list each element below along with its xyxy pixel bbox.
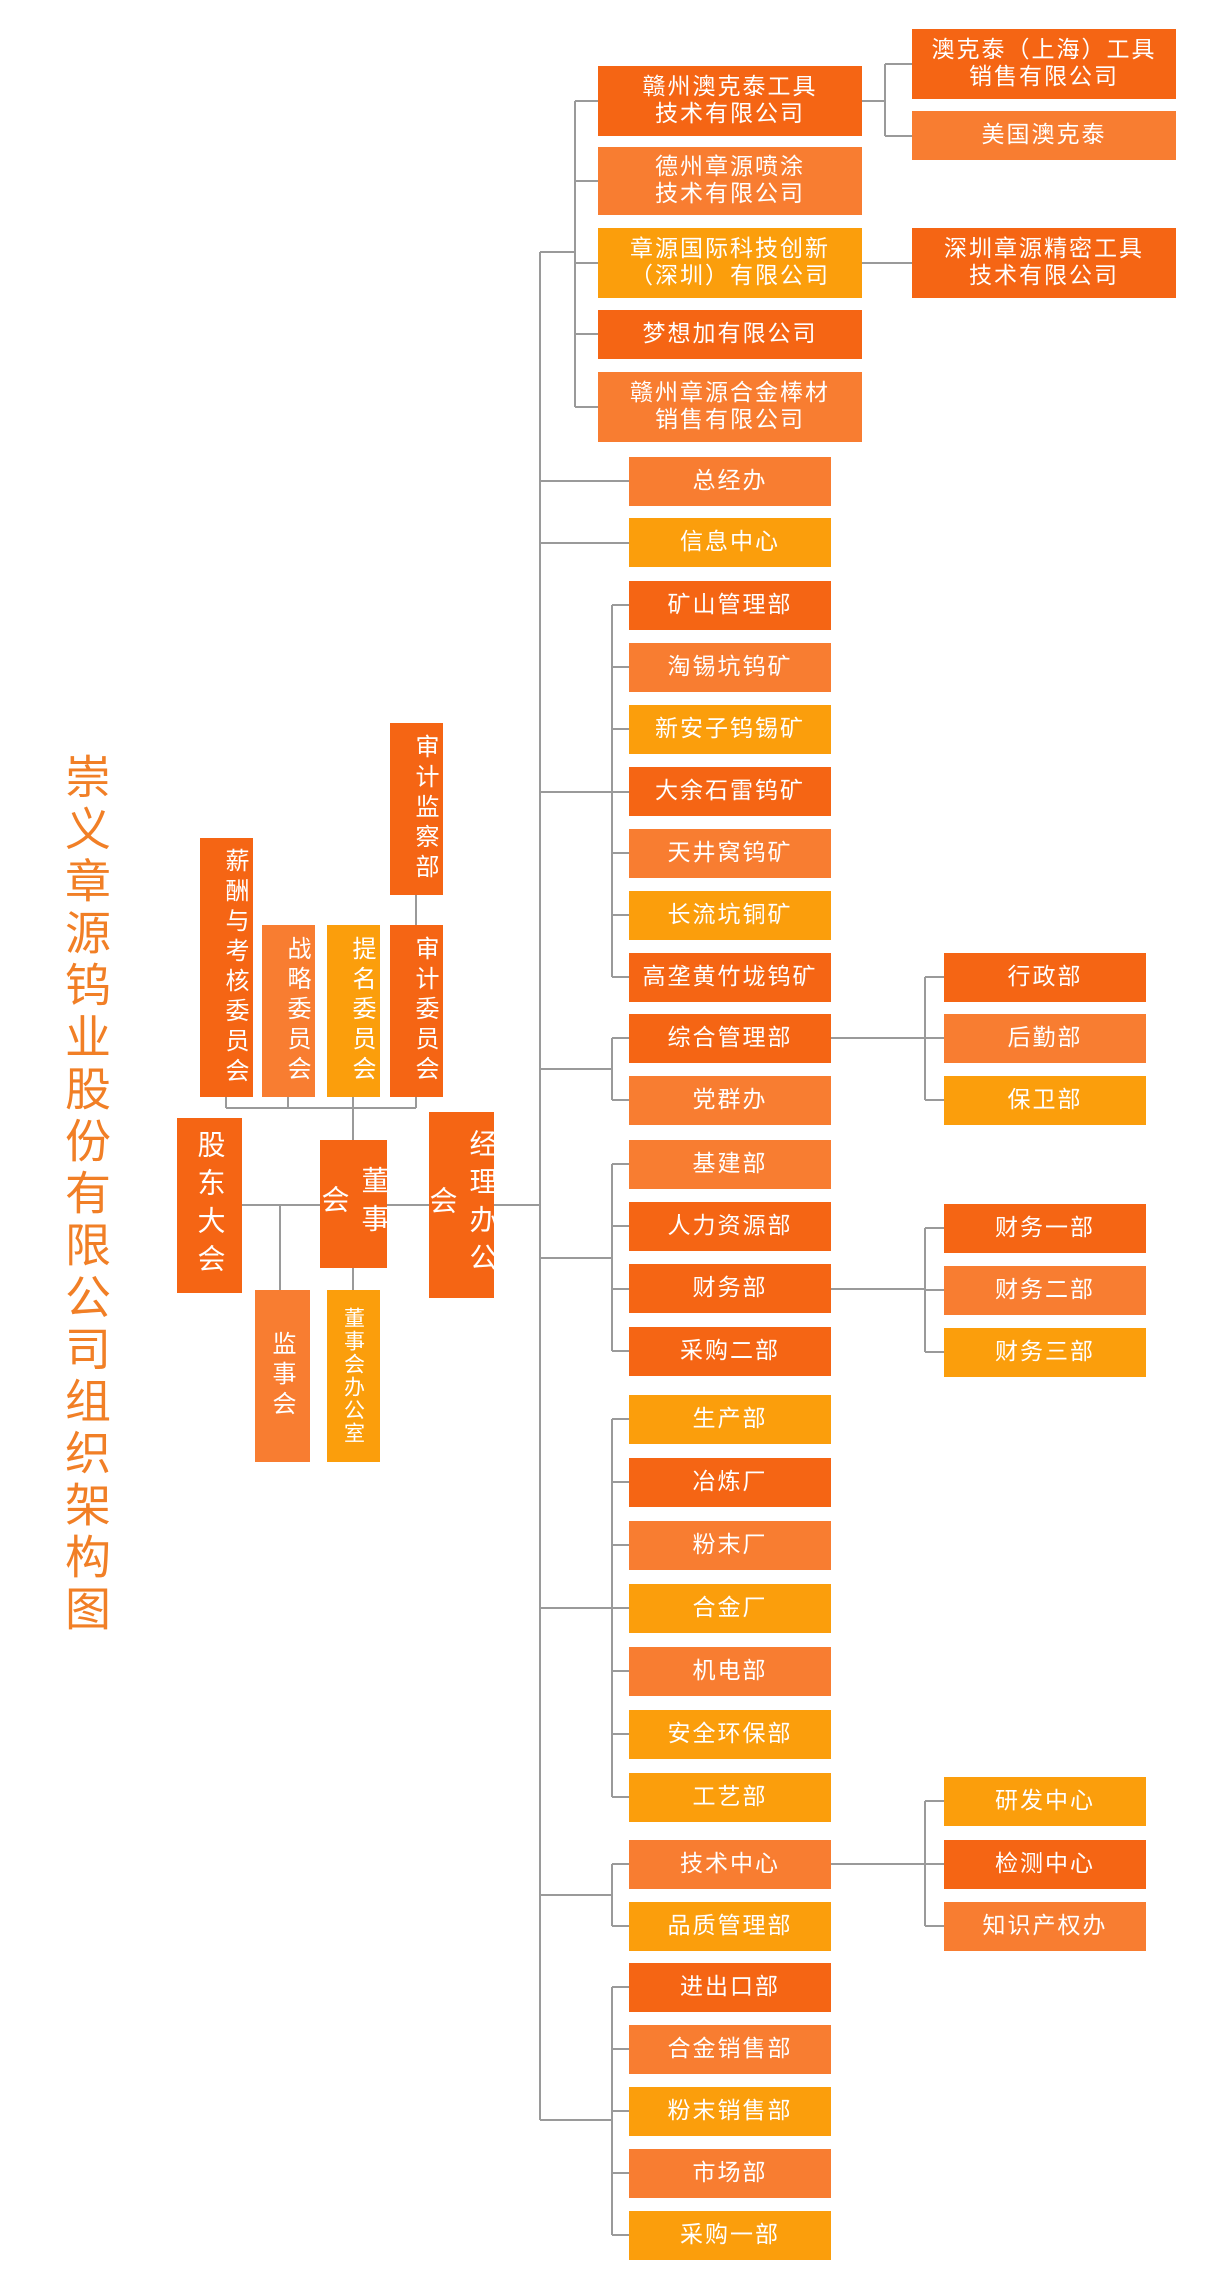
audit-supervision-dept: 审计监察部 bbox=[390, 723, 443, 895]
dept-electromechanical: 机电部 bbox=[629, 1647, 831, 1696]
supervisory-board: 监事会 bbox=[255, 1290, 310, 1462]
dept-procurement-1: 采购一部 bbox=[629, 2211, 831, 2260]
shareholders-meeting: 股东大会 bbox=[177, 1118, 242, 1293]
audit-committee: 审计委员会 bbox=[390, 925, 443, 1097]
salary-committee: 薪酬与考核委员会 bbox=[200, 838, 253, 1097]
dept-quality-management: 品质管理部 bbox=[629, 1902, 831, 1951]
dept-import-export: 进出口部 bbox=[629, 1963, 831, 2012]
dept-rnd-center: 研发中心 bbox=[944, 1777, 1146, 1826]
dept-safety-environment: 安全环保部 bbox=[629, 1710, 831, 1759]
subsidiary-bar-sales: 赣州章源合金棒材 销售有限公司 bbox=[598, 372, 862, 442]
dept-taoxikeng-mine: 淘锡坑钨矿 bbox=[629, 643, 831, 692]
strategy-committee: 战略委员会 bbox=[262, 925, 315, 1097]
subsidiary-shenzhen-innovation: 章源国际科技创新 （深圳）有限公司 bbox=[598, 228, 862, 298]
board-of-directors: 董事会 bbox=[318, 1140, 391, 1268]
dept-tianjingwo-mine: 天井窝钨矿 bbox=[629, 829, 831, 878]
dept-finance: 财务部 bbox=[629, 1264, 831, 1313]
gm-office-meeting: 经理办公会 bbox=[426, 1112, 499, 1298]
subsidiary-dezhou-spraying: 德州章源喷涂 技术有限公司 bbox=[598, 147, 862, 215]
dept-xinanzi-mine: 新安子钨锡矿 bbox=[629, 705, 831, 754]
dept-process: 工艺部 bbox=[629, 1773, 831, 1822]
dept-procurement-2: 采购二部 bbox=[629, 1327, 831, 1376]
subsidiary-akt-ganzhou: 赣州澳克泰工具 技术有限公司 bbox=[598, 66, 862, 136]
dept-general-management: 综合管理部 bbox=[629, 1014, 831, 1063]
dept-administration: 行政部 bbox=[944, 953, 1146, 1002]
dept-mine-management: 矿山管理部 bbox=[629, 581, 831, 630]
dept-logistics: 后勤部 bbox=[944, 1014, 1146, 1063]
subsidiary-shenzhen-precision: 深圳章源精密工具 技术有限公司 bbox=[912, 228, 1176, 298]
dept-technology-center: 技术中心 bbox=[629, 1840, 831, 1889]
chart-title: 崇义章源钨业股份有限公司组织架构图 bbox=[58, 753, 112, 1637]
dept-infrastructure: 基建部 bbox=[629, 1140, 831, 1189]
dept-finance-1: 财务一部 bbox=[944, 1204, 1146, 1253]
dept-security: 保卫部 bbox=[944, 1076, 1146, 1125]
board-office: 董事会办公室 bbox=[327, 1290, 380, 1462]
dept-party-office: 党群办 bbox=[629, 1076, 831, 1125]
dept-finance-3: 财务三部 bbox=[944, 1328, 1146, 1377]
dept-smelter: 冶炼厂 bbox=[629, 1458, 831, 1507]
dept-ip-office: 知识产权办 bbox=[944, 1902, 1146, 1951]
dept-powder-sales: 粉末销售部 bbox=[629, 2087, 831, 2136]
dept-human-resources: 人力资源部 bbox=[629, 1202, 831, 1251]
subsidiary-mengxiangjia: 梦想加有限公司 bbox=[598, 310, 862, 359]
dept-information-center: 信息中心 bbox=[629, 518, 831, 567]
dept-general-office: 总经办 bbox=[629, 457, 831, 506]
dept-alloy-plant: 合金厂 bbox=[629, 1584, 831, 1633]
dept-dayu-shilei-mine: 大余石雷钨矿 bbox=[629, 767, 831, 816]
dept-alloy-sales: 合金销售部 bbox=[629, 2025, 831, 2074]
dept-testing-center: 检测中心 bbox=[944, 1840, 1146, 1889]
dept-finance-2: 财务二部 bbox=[944, 1266, 1146, 1315]
nomination-committee: 提名委员会 bbox=[327, 925, 380, 1097]
dept-production: 生产部 bbox=[629, 1395, 831, 1444]
subsidiary-akt-shanghai: 澳克泰（上海）工具 销售有限公司 bbox=[912, 29, 1176, 99]
dept-powder-plant: 粉末厂 bbox=[629, 1521, 831, 1570]
dept-changliukeng-mine: 长流坑铜矿 bbox=[629, 891, 831, 940]
dept-marketing: 市场部 bbox=[629, 2149, 831, 2198]
dept-gaoben-mine: 高垄黄竹垅钨矿 bbox=[629, 953, 831, 1002]
subsidiary-akt-usa: 美国澳克泰 bbox=[912, 111, 1176, 160]
